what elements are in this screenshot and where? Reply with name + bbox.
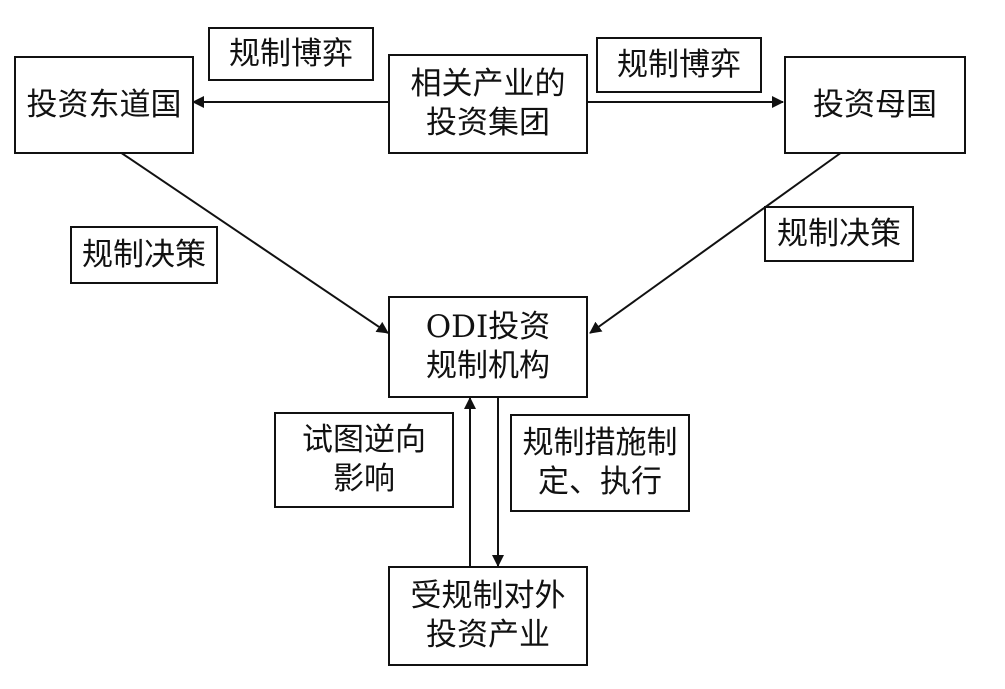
investment-group-node: 相关产业的 投资集团 (388, 54, 588, 154)
regulated-industry-line-2: 投资产业 (426, 617, 550, 653)
host-country-node: 投资东道国 (14, 56, 194, 154)
odi-regulator-node: ODI投资 规制机构 (388, 296, 588, 398)
measures-label-box: 规制措施制 定、执行 (510, 414, 690, 512)
reverse-influence-line-2: 影响 (333, 461, 395, 497)
right-decision-label-box: 规制决策 (764, 206, 914, 262)
measures-line-2: 定、执行 (538, 464, 662, 500)
host-country-label: 投资东道国 (26, 86, 182, 123)
right-decision-label: 规制决策 (777, 215, 901, 252)
left-game-label-box: 规制博弈 (208, 27, 374, 81)
investment-group-line-1: 相关产业的 (410, 66, 566, 103)
right-game-label-box: 规制博弈 (596, 37, 762, 93)
left-decision-label: 规制决策 (82, 236, 206, 273)
regulated-industry-line-1: 受规制对外 (410, 578, 566, 615)
measures-line-1: 规制措施制 (522, 425, 678, 462)
right-game-label: 规制博弈 (617, 46, 741, 83)
reverse-influence-line-1: 试图逆向 (302, 422, 426, 459)
left-game-label: 规制博弈 (229, 35, 353, 72)
arrow-home-to-regulator (589, 151, 843, 334)
investment-group-line-2: 投资集团 (426, 105, 550, 141)
odi-regulator-line-1: ODI投资 (425, 309, 551, 346)
home-country-label: 投资母国 (813, 86, 937, 123)
home-country-node: 投资母国 (784, 56, 966, 154)
odi-regulator-line-2: 规制机构 (426, 348, 550, 384)
reverse-influence-label-box: 试图逆向 影响 (274, 412, 454, 508)
regulated-industry-node: 受规制对外 投资产业 (388, 566, 588, 666)
arrow-host-to-regulator (119, 151, 389, 334)
left-decision-label-box: 规制决策 (70, 226, 218, 284)
